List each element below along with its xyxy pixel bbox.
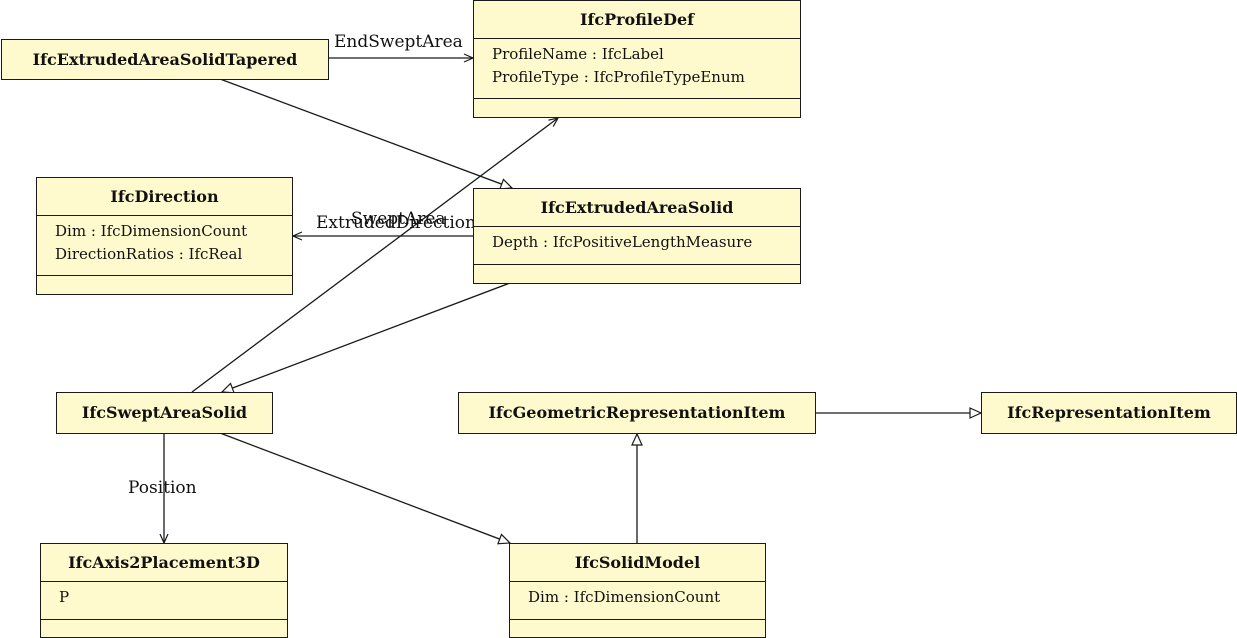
class-name: IfcGeometricRepresentationItem <box>488 403 786 422</box>
class-name: IfcExtrudedAreaSolidTapered <box>32 50 298 69</box>
label-end-swept-area: EndSweptArea <box>334 32 463 52</box>
class-ifcextrudedareasolidtapered: IfcExtrudedAreaSolidTapered <box>1 39 329 80</box>
class-name: IfcSweptAreaSolid <box>81 403 248 422</box>
attribute: Dim : IfcDimensionCount <box>528 588 721 606</box>
label-position: Position <box>128 478 197 498</box>
class-ifcaxis2placement3d: IfcAxis2Placement3D P <box>40 543 288 638</box>
generalization-tapered-extruded <box>219 78 514 190</box>
class-name: IfcExtrudedAreaSolid <box>540 198 734 217</box>
label-extruded-direction: ExtrudedDirection <box>316 213 476 233</box>
class-name: IfcDirection <box>110 187 219 206</box>
attribute-compartment: P <box>41 581 287 619</box>
label-swept-area: SweptArea <box>351 209 446 229</box>
operation-compartment <box>474 98 800 118</box>
operation-compartment <box>510 619 765 637</box>
generalization-extruded-swept <box>220 282 511 394</box>
attribute: P <box>59 588 70 606</box>
attribute-compartment: ProfileName : IfcLabel ProfileType : Ifc… <box>474 38 800 98</box>
class-ifcsweptareasolid: IfcSweptAreaSolid <box>56 392 273 434</box>
operation-compartment <box>41 619 287 637</box>
operation-compartment <box>474 264 800 284</box>
attribute: ProfileType : IfcProfileTypeEnum <box>492 68 745 86</box>
attribute: DirectionRatios : IfcReal <box>55 245 243 263</box>
class-ifcrepresentationitem: IfcRepresentationItem <box>981 392 1237 434</box>
class-name: IfcProfileDef <box>579 10 695 29</box>
class-ifcextrudedareasolid: IfcExtrudedAreaSolid Depth : IfcPositive… <box>473 188 801 284</box>
attribute: Depth : IfcPositiveLengthMeasure <box>492 233 753 251</box>
assoc-swept-area <box>191 117 560 393</box>
attribute-compartment: Depth : IfcPositiveLengthMeasure <box>474 226 800 264</box>
attribute: ProfileName : IfcLabel <box>492 45 664 63</box>
attribute-compartment: Dim : IfcDimensionCount DirectionRatios … <box>37 215 292 275</box>
class-ifcprofiledef: IfcProfileDef ProfileName : IfcLabel Pro… <box>473 0 801 118</box>
class-name: IfcSolidModel <box>574 553 701 572</box>
generalization-swept-solid <box>219 432 512 545</box>
attribute: Dim : IfcDimensionCount <box>55 222 248 240</box>
attribute-compartment: Dim : IfcDimensionCount <box>510 581 765 619</box>
class-ifcdirection: IfcDirection Dim : IfcDimensionCount Dir… <box>36 177 293 295</box>
class-name: IfcRepresentationItem <box>1007 403 1211 422</box>
class-name: IfcAxis2Placement3D <box>68 553 260 572</box>
class-ifcgeometricrepresentationitem: IfcGeometricRepresentationItem <box>458 392 816 434</box>
class-ifcsolidmodel: IfcSolidModel Dim : IfcDimensionCount <box>509 543 766 638</box>
operation-compartment <box>37 275 292 295</box>
